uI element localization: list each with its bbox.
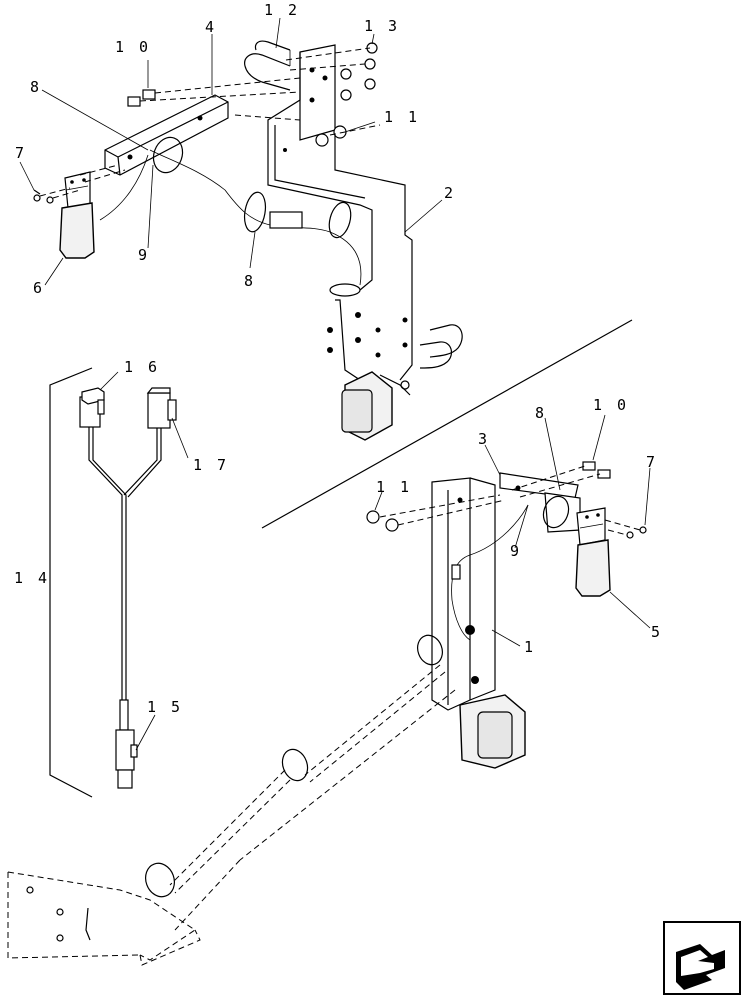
callout-8-upper-mid: 8 [244,272,256,290]
upper-guides [39,47,381,199]
lower-leaders [374,414,651,647]
callout-labels: 1 2 3 4 5 6 7 7 8 8 8 9 9 1 0 1 0 1 1 1 … [14,1,663,716]
callout-14: 1 4 [14,569,50,587]
callout-12: 1 2 [264,1,300,19]
callout-10-upper: 1 0 [115,38,151,56]
wiring-harness-14 [49,367,189,798]
callout-4: 4 [205,18,217,36]
callout-17: 1 7 [193,456,229,474]
callout-16: 1 6 [124,358,160,376]
callout-5: 5 [651,623,663,641]
upper-lamp [341,371,411,441]
callout-11-upper: 1 1 [384,108,420,126]
callout-6: 6 [33,279,45,297]
lower-guides [169,465,641,931]
lower-lamp [459,694,526,769]
callout-15: 1 5 [147,698,183,716]
callout-2: 2 [444,184,456,202]
callout-3: 3 [478,430,490,448]
main-bracket-2 [267,44,413,401]
callout-9-lower: 9 [510,542,522,560]
post-1 [431,477,496,711]
upper-assembly [19,17,463,441]
callout-11-lower: 1 1 [376,478,412,496]
callout-9-upper: 9 [138,246,150,264]
tractor-frame [7,871,201,966]
callout-8-lower: 8 [535,404,547,422]
callout-7-lower: 7 [646,453,658,471]
callout-10-lower: 1 0 [593,396,629,414]
mounting-bar-4 [104,94,229,176]
callout-13: 1 3 [364,17,400,35]
upper-leaders [19,17,443,286]
lower-assembly [7,414,651,966]
callout-7-upper: 7 [15,144,27,162]
upper-hardware [33,42,378,204]
callout-8-upper: 8 [30,78,42,96]
cable-clamps-lower [145,495,570,898]
upper-wiring [99,149,362,286]
u-bolt-12 [244,40,291,91]
harness-bracket [49,367,93,798]
callout-1: 1 [524,638,536,656]
connector-16 [79,387,105,428]
arrow-corner-icon[interactable] [663,921,741,995]
cable-clamps-upper [152,136,361,297]
connector-15 [115,699,138,789]
u-bolt-lower [419,324,463,369]
connector-17 [146,387,177,429]
reflector-lamp-6 [59,171,95,259]
view-divider [261,319,633,529]
reflector-lamp-5 [575,507,611,597]
plate-3 [499,472,581,533]
